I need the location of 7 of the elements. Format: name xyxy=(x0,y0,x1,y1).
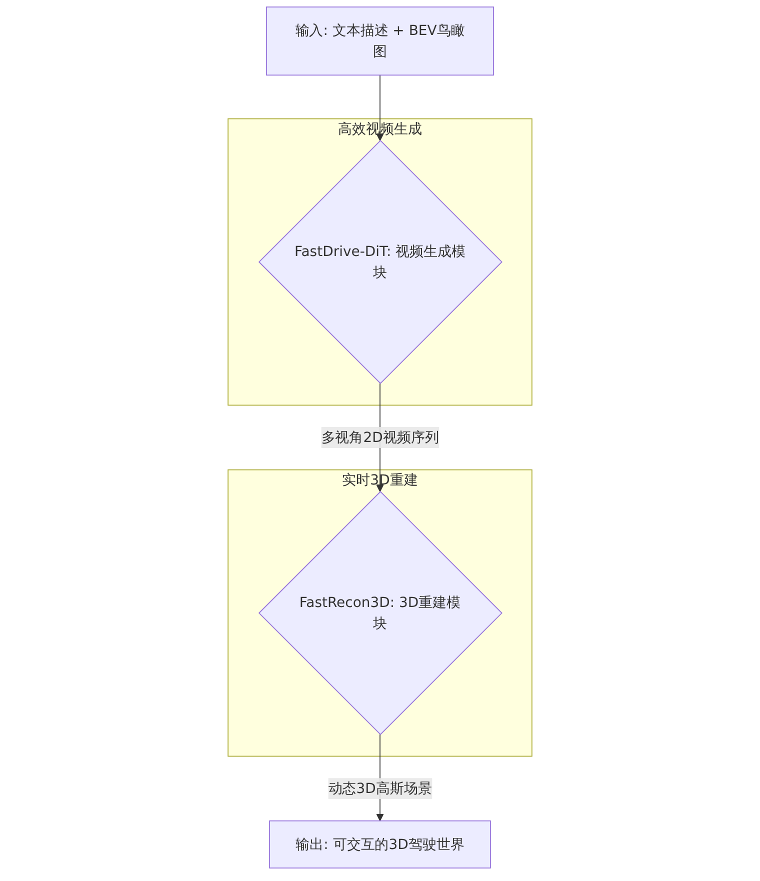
edge-label: 动态3D高斯场景 xyxy=(328,780,432,796)
node-box: 输出: 可交互的3D驾驶世界 xyxy=(269,820,491,868)
node-diamond: FastRecon3D: 3D重建模块 xyxy=(258,491,502,736)
edge-label: 多视角2D视频序列 xyxy=(321,428,439,446)
node-box: 输入: 文本描述 + BEV鸟瞰图 xyxy=(266,6,494,76)
arrow xyxy=(376,74,384,141)
node-diamond: FastDrive-DiT: 视频生成模块 xyxy=(258,140,502,384)
